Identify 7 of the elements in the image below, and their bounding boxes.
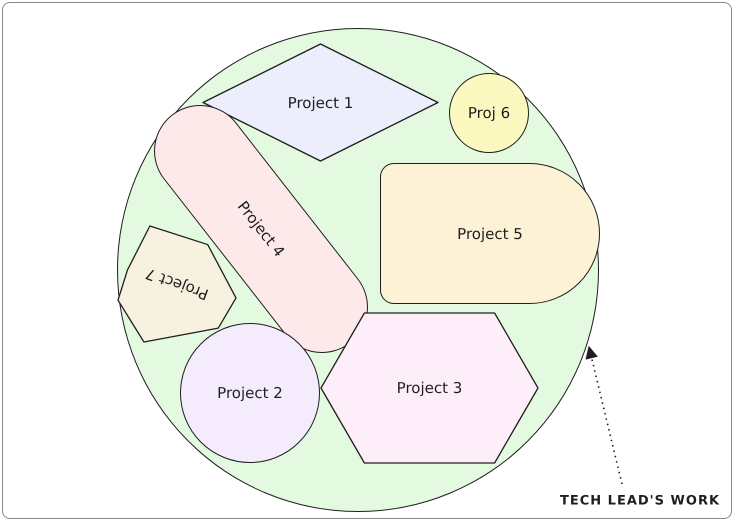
project-label: Project 3: [396, 379, 462, 397]
project-label: Project 5: [457, 224, 523, 242]
project-label: Project 2: [217, 384, 283, 402]
project-label: Project 1: [288, 94, 354, 112]
project-label: Proj 6: [468, 104, 510, 122]
annotation-text: TECH LEAD'S WORK: [560, 494, 720, 508]
arrow: [585, 346, 623, 484]
